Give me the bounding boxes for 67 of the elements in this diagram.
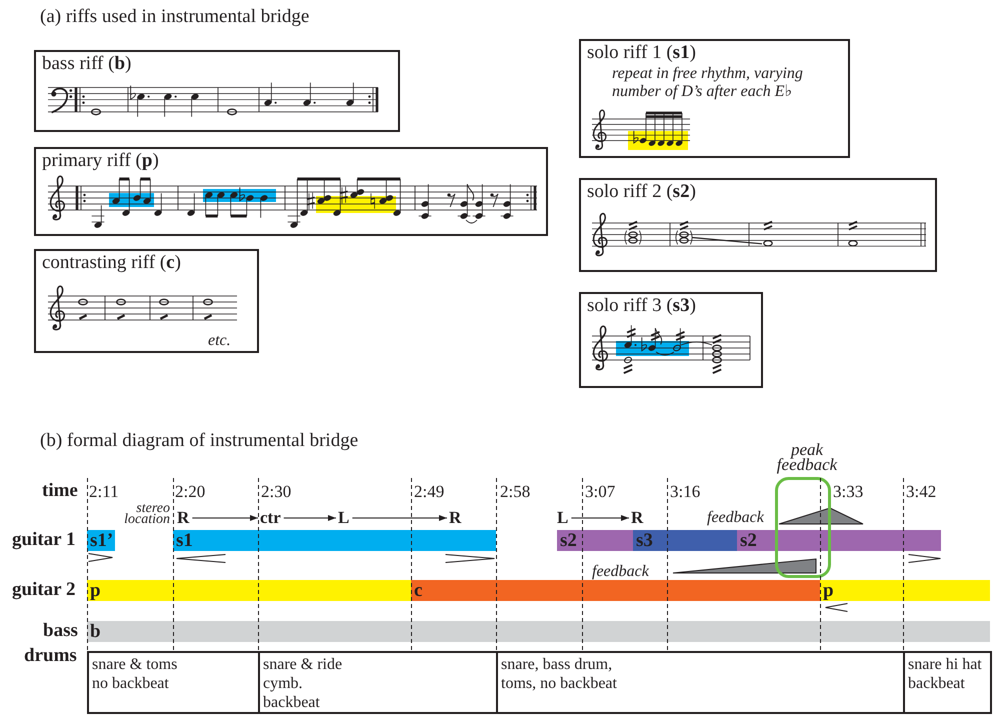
riff-title: solo riff 3 (s3) xyxy=(587,296,696,316)
row-label: guitar 1 xyxy=(12,529,76,550)
riff-title: contrasting riff (c) xyxy=(42,253,181,273)
pan-arrow xyxy=(352,515,448,521)
drum-pattern-cell: snare & toms no backbeat xyxy=(87,651,260,714)
drum-pattern-cell: snare, bass drum, toms, no backbeat xyxy=(496,651,905,714)
riff-box xyxy=(579,39,850,158)
section-label: s2 xyxy=(740,530,757,551)
continuation-note: etc. xyxy=(208,332,231,350)
time-marker: 3:42 xyxy=(906,481,936,502)
feedback-label: peak feedback xyxy=(776,442,838,472)
riff-title: primary riff (p) xyxy=(42,151,159,171)
section-bar xyxy=(87,621,990,642)
section-heading: (b) formal diagram of instrumental bridge xyxy=(40,430,358,451)
feedback-wedge xyxy=(672,558,817,574)
section-bar xyxy=(87,580,411,601)
time-marker: 2:49 xyxy=(414,481,444,502)
riff-box xyxy=(34,50,400,132)
section-bar xyxy=(557,530,633,551)
pan-position-label: L xyxy=(338,508,350,528)
section-label: s1’ xyxy=(90,530,114,551)
section-label: s2 xyxy=(560,530,577,551)
drum-pattern-cell: snare & ride cymb. backbeat xyxy=(258,651,498,714)
section-bar xyxy=(737,530,941,551)
pan-position-label: R xyxy=(449,508,462,528)
row-label: bass xyxy=(43,620,78,641)
pan-position-label: L xyxy=(557,508,568,528)
time-marker: 3:07 xyxy=(585,481,616,502)
riff-box xyxy=(579,292,763,388)
section-heading: (a) riffs used in instrumental bridge xyxy=(40,6,310,27)
feedback-label: feedback xyxy=(592,562,649,582)
feedback-label: feedback xyxy=(707,508,764,528)
riff-box xyxy=(579,178,937,272)
section-bar xyxy=(173,530,496,551)
section-label: p xyxy=(90,580,101,601)
section-label: s3 xyxy=(636,530,653,551)
row-label: guitar 2 xyxy=(12,579,76,600)
stereo-location-label: stereo location xyxy=(123,503,170,525)
riff-title: solo riff 2 (s2) xyxy=(587,182,696,202)
time-marker: 2:30 xyxy=(261,481,292,502)
pan-arrow xyxy=(570,515,630,521)
riff-box xyxy=(34,147,548,236)
time-marker: 2:11 xyxy=(89,481,119,502)
riff-title: solo riff 1 (s1) xyxy=(587,43,696,63)
time-marker: 3:33 xyxy=(833,481,864,502)
section-bar xyxy=(411,580,820,601)
riff-box xyxy=(34,249,259,353)
feedback-wedge xyxy=(778,507,864,526)
drum-pattern-cell: snare hi hat backbeat xyxy=(903,651,992,714)
riff-title: bass riff (b) xyxy=(42,54,132,74)
section-bar xyxy=(820,580,990,601)
time-marker: 3:16 xyxy=(670,481,700,502)
section-label: c xyxy=(414,580,422,601)
section-label: s1 xyxy=(176,530,193,551)
section-bar xyxy=(633,530,737,551)
performance-note: repeat in free rhythm, varying number of D’s after each E♭ xyxy=(612,65,804,101)
row-label: drums xyxy=(24,645,77,666)
pan-position-label: R xyxy=(177,508,190,528)
time-marker: 2:20 xyxy=(175,481,206,502)
row-label: time xyxy=(42,480,78,501)
pan-arrow xyxy=(192,515,258,521)
section-label: b xyxy=(90,621,101,642)
pan-arrow xyxy=(283,515,336,521)
time-marker: 2:58 xyxy=(500,481,530,502)
section-label: p xyxy=(823,580,834,601)
pan-position-label: ctr xyxy=(260,508,281,528)
pan-position-label: R xyxy=(631,508,644,528)
